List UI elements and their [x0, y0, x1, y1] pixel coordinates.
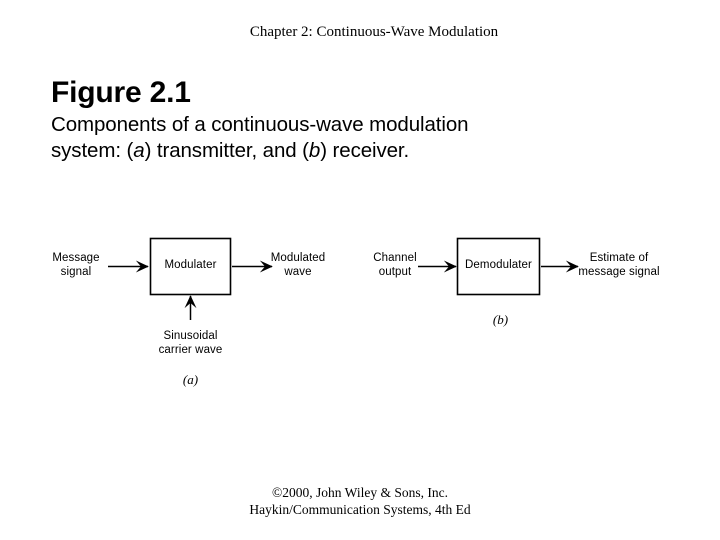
label-modulated-wave: Modulated wave — [260, 252, 336, 279]
label-message-signal-line1: Message — [52, 252, 100, 264]
label-channel-output-line2: output — [378, 265, 412, 278]
title-block: Figure 2.1 Components of a continuous-wa… — [51, 76, 671, 164]
footer-copyright: ©2000, John Wiley & Sons, Inc. — [272, 485, 448, 500]
subfigure-label-b: (b) — [492, 312, 509, 327]
caption-line-2-pre: system: ( — [51, 139, 134, 162]
label-sinusoidal-carrier-wave: Sinusoidal carrier wave — [138, 330, 243, 357]
label-modulated-wave-line1: Modulated — [270, 252, 326, 264]
caption-line-1: Components of a continuous-wave modulati… — [51, 113, 469, 136]
label-estimate-message-signal: Estimate of message signal — [566, 252, 672, 279]
chapter-header: Chapter 2: Continuous-Wave Modulation — [249, 24, 499, 40]
caption-line-2-mid: ) transmitter, and ( — [144, 139, 309, 162]
label-message-signal: Message signal — [44, 252, 108, 279]
label-estimate-line1: Estimate of — [589, 252, 649, 264]
label-carrier-line1: Sinusoidal — [163, 330, 218, 342]
label-carrier-line2: carrier wave — [158, 343, 223, 356]
caption-line-2-post: ) receiver. — [320, 139, 410, 162]
figure-caption: Components of a continuous-wave modulati… — [51, 112, 671, 164]
demodulator-block-label: Demodulater — [465, 259, 532, 271]
label-channel-output-line1: Channel — [373, 252, 417, 264]
label-modulated-wave-line2: wave — [284, 265, 312, 278]
label-estimate-line2: message signal — [578, 265, 660, 278]
footer-source: Haykin/Communication Systems, 4th Ed — [249, 502, 471, 517]
caption-subfig-b: b — [308, 139, 321, 162]
label-message-signal-line2: signal — [60, 265, 92, 278]
subfigure-label-a: (a) — [182, 372, 199, 387]
modulator-block-label: Modulater — [164, 259, 217, 271]
label-channel-output: Channel output — [366, 252, 424, 279]
caption-subfig-a: a — [133, 139, 145, 162]
footer: ©2000, John Wiley & Sons, Inc. Haykin/Co… — [0, 484, 720, 518]
figure-title: Figure 2.1 — [51, 76, 191, 109]
